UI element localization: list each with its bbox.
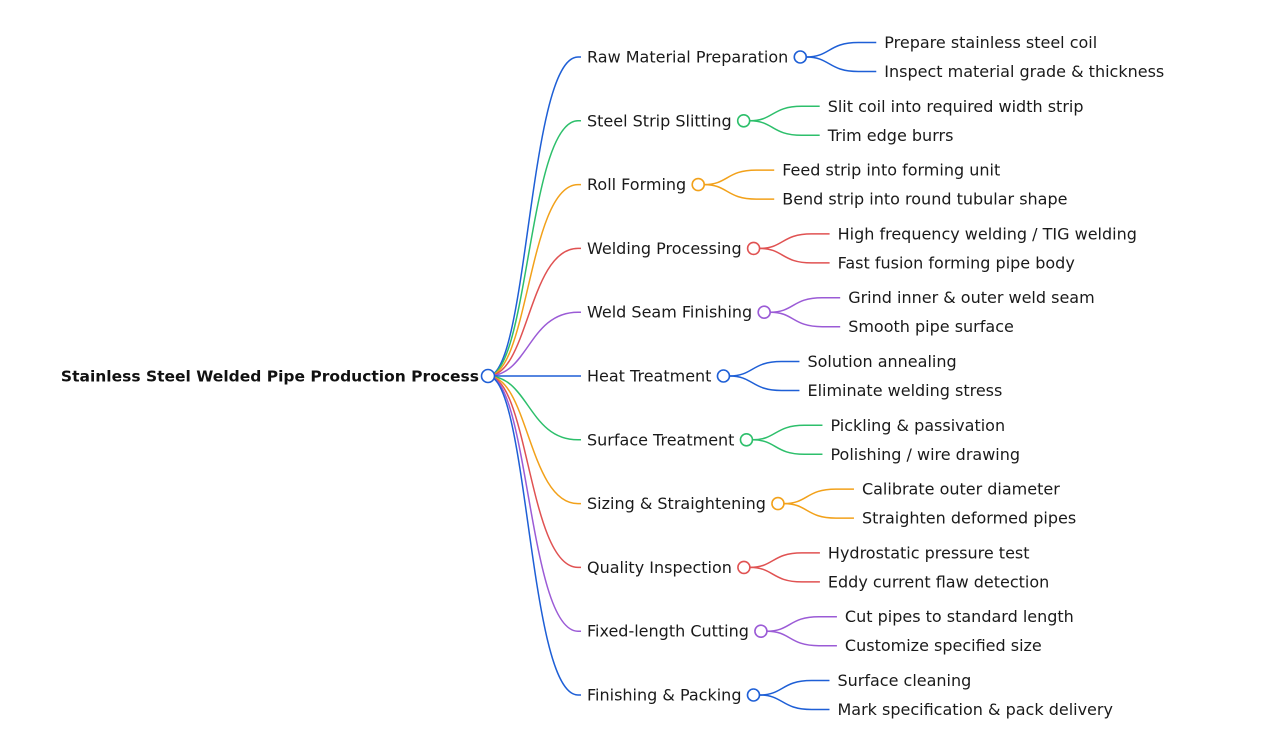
leaf-label: Feed strip into forming unit: [782, 161, 1000, 180]
branch-label: Quality Inspection: [587, 558, 732, 577]
branch-to-leaf-edge: [752, 439, 823, 456]
branch-to-leaf-edge: [749, 552, 820, 569]
branch-to-leaf-edge: [766, 630, 837, 647]
branch-node-dot[interactable]: [771, 496, 785, 511]
root-to-branch-edge: [487, 375, 581, 696]
branch-to-leaf-edge: [759, 247, 830, 264]
branch-to-leaf-edge: [806, 56, 877, 73]
branch-to-leaf-edge: [749, 105, 820, 122]
branch-node-dot[interactable]: [691, 177, 706, 192]
branch-label: Welding Processing: [587, 239, 742, 258]
root-node-label: Stainless Steel Welded Pipe Production P…: [61, 368, 479, 386]
leaf-label: Inspect material grade & thickness: [884, 62, 1164, 81]
branch-to-leaf-edge: [766, 615, 837, 632]
labels-layer: Stainless Steel Welded Pipe Production P…: [61, 33, 1164, 719]
branch-to-leaf-edge: [729, 375, 800, 392]
leaf-label: Mark specification & pack delivery: [837, 700, 1112, 719]
branch-to-leaf-edge: [783, 502, 854, 519]
branch-label: Heat Treatment: [587, 367, 711, 386]
leaf-label: Customize specified size: [845, 636, 1042, 655]
branch-to-leaf-edge: [752, 424, 823, 441]
branch-node-dot[interactable]: [737, 560, 751, 575]
leaf-label: Bend strip into round tubular shape: [782, 190, 1067, 209]
branch-node-dot[interactable]: [746, 241, 761, 256]
root-to-branch-edge: [487, 375, 581, 632]
root-to-branch-edge: [487, 375, 581, 505]
branch-node-dot[interactable]: [739, 432, 754, 447]
leaf-label: Prepare stainless steel coil: [884, 33, 1097, 52]
leaf-label: Fast fusion forming pipe body: [838, 253, 1075, 272]
root-node-dot[interactable]: [480, 368, 496, 384]
branch-label: Fixed-length Cutting: [587, 622, 749, 641]
leaf-label: Solution annealing: [807, 352, 956, 371]
branch-to-leaf-edge: [770, 311, 841, 328]
root-to-branch-edge: [487, 183, 581, 377]
branch-node-dot[interactable]: [746, 688, 761, 702]
branch-to-leaf-edge: [729, 360, 800, 377]
root-to-branch-edge: [487, 375, 581, 569]
root-to-branch-edge: [487, 56, 581, 377]
branch-label: Raw Material Preparation: [587, 48, 788, 67]
root-to-branch-edge: [487, 247, 581, 377]
edges-layer: [487, 41, 877, 711]
branch-node-dot[interactable]: [757, 305, 771, 320]
branch-to-leaf-edge: [759, 233, 830, 250]
root-to-branch-edge: [487, 375, 581, 441]
branch-node-dot[interactable]: [736, 114, 751, 128]
branch-to-leaf-edge: [770, 296, 841, 313]
branch-label: Surface Treatment: [587, 430, 734, 449]
leaf-label: Eliminate welding stress: [807, 381, 1002, 400]
branch-to-leaf-edge: [704, 169, 775, 186]
leaf-label: Trim edge burrs: [827, 126, 954, 145]
branch-label: Steel Strip Slitting: [587, 111, 732, 130]
branch-to-leaf-edge: [704, 183, 775, 200]
leaf-label: Grind inner & outer weld seam: [848, 288, 1095, 307]
root-to-branch-edge: [487, 120, 581, 377]
dots-layer: [480, 50, 808, 702]
branch-label: Finishing & Packing: [587, 686, 741, 705]
leaf-label: Pickling & passivation: [830, 416, 1005, 435]
leaf-label: High frequency welding / TIG welding: [838, 224, 1137, 243]
branch-to-leaf-edge: [759, 679, 830, 696]
leaf-label: Cut pipes to standard length: [845, 607, 1074, 626]
branch-label: Weld Seam Finishing: [587, 303, 752, 322]
branch-to-leaf-edge: [759, 694, 830, 711]
branch-node-dot[interactable]: [793, 50, 808, 64]
branch-label: Roll Forming: [587, 175, 686, 194]
root-to-branch-edge: [487, 311, 581, 377]
branch-to-leaf-edge: [749, 120, 820, 137]
branch-to-leaf-edge: [806, 41, 877, 58]
branch-to-leaf-edge: [749, 566, 820, 583]
leaf-label: Surface cleaning: [837, 671, 971, 690]
branch-to-leaf-edge: [783, 488, 854, 505]
leaf-label: Hydrostatic pressure test: [828, 543, 1030, 562]
branch-node-dot[interactable]: [754, 624, 768, 639]
leaf-label: Slit coil into required width strip: [828, 97, 1084, 116]
leaf-label: Polishing / wire drawing: [830, 445, 1020, 464]
leaf-label: Eddy current flaw detection: [828, 572, 1049, 591]
leaf-label: Straighten deformed pipes: [862, 509, 1076, 528]
branch-label: Sizing & Straightening: [587, 494, 766, 513]
leaf-label: Smooth pipe surface: [848, 317, 1014, 336]
branch-node-dot[interactable]: [716, 369, 731, 383]
leaf-label: Calibrate outer diameter: [862, 480, 1060, 499]
